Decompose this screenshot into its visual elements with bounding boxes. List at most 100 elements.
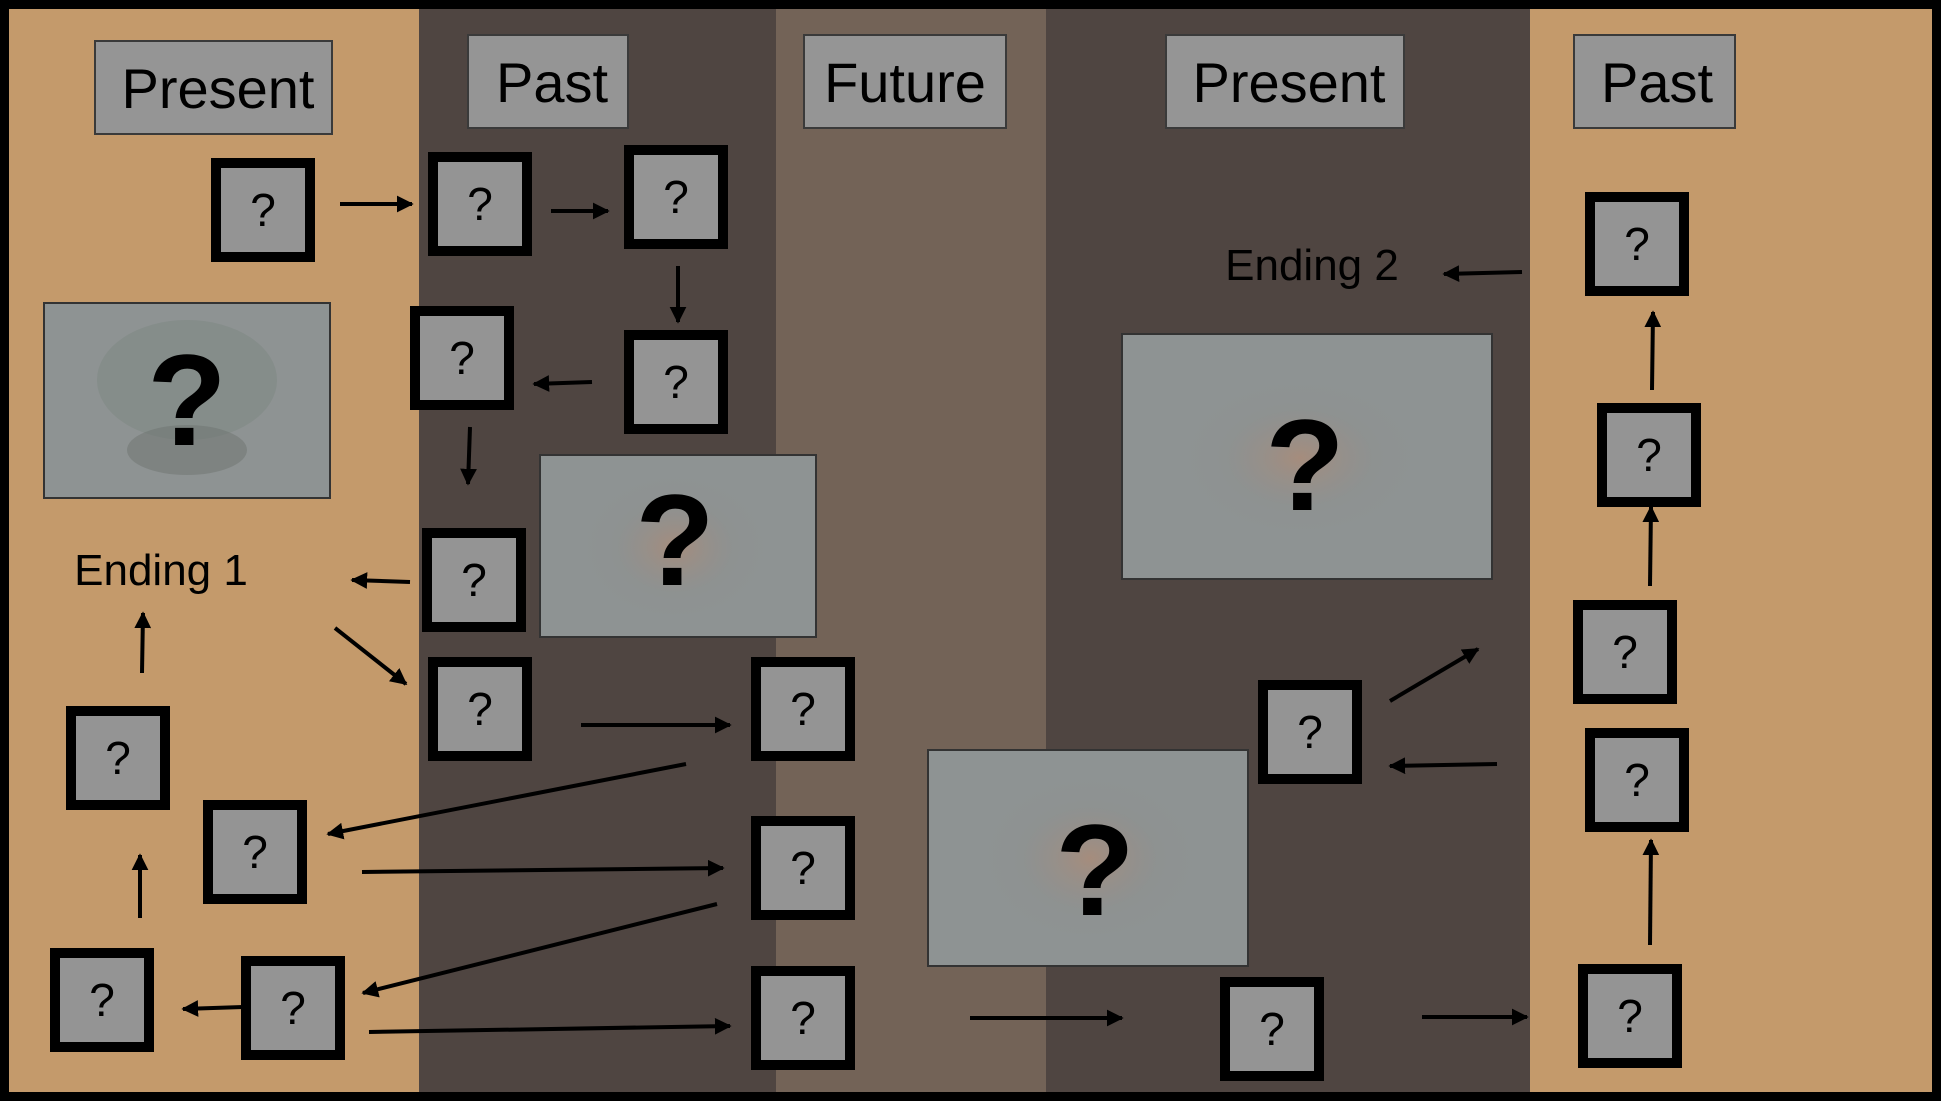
question-node: ? xyxy=(50,948,154,1052)
question-node-label: ? xyxy=(663,171,689,223)
question-node-box xyxy=(66,706,170,810)
arrow xyxy=(350,572,411,589)
header-present-1-label: Present xyxy=(122,57,315,120)
question-node-label: ? xyxy=(89,974,115,1026)
question-node-label: ? xyxy=(790,842,816,894)
question-node: ? xyxy=(1578,964,1682,1068)
ending-2-label: Ending 2 xyxy=(1225,241,1399,290)
question-node-label: ? xyxy=(1259,1003,1285,1055)
question-node-label: ? xyxy=(1636,429,1662,481)
question-node: ? xyxy=(422,528,526,632)
header-present-1: Present xyxy=(94,40,333,135)
question-node-label: ? xyxy=(790,992,816,1044)
question-node-label: ? xyxy=(467,683,493,735)
question-node-box xyxy=(751,966,855,1070)
question-node-box xyxy=(211,158,315,262)
question-node-box xyxy=(624,145,728,249)
question-node-box xyxy=(751,816,855,920)
question-node-box xyxy=(1597,403,1701,507)
question-node: ? xyxy=(428,152,532,256)
arrow xyxy=(361,902,718,998)
question-node-label: ? xyxy=(663,356,689,408)
question-node-box xyxy=(428,657,532,761)
question-node: ? xyxy=(624,145,728,249)
question-node: ? xyxy=(624,330,728,434)
question-node: ? xyxy=(1597,403,1701,507)
arrow xyxy=(1388,757,1498,775)
question-node: ? xyxy=(1573,600,1677,704)
question-node: ? xyxy=(410,306,514,410)
question-nodes: ????????????????????? xyxy=(50,145,1701,1081)
arrow xyxy=(181,1000,244,1017)
question-node-box xyxy=(428,152,532,256)
question-node-label: ? xyxy=(242,826,268,878)
question-node-box xyxy=(1585,192,1689,296)
header-present-2: Present xyxy=(1165,34,1405,129)
header-past-1: Past xyxy=(467,34,629,129)
question-node-box xyxy=(624,330,728,434)
header-future-label: Future xyxy=(824,51,986,114)
question-node-label: ? xyxy=(105,732,131,784)
question-node: ? xyxy=(751,657,855,761)
arrow xyxy=(1442,265,1523,283)
arrow xyxy=(532,375,593,392)
arrow xyxy=(368,1017,732,1035)
question-node: ? xyxy=(203,800,307,904)
question-node-box xyxy=(1585,728,1689,832)
question-node-label: ? xyxy=(467,178,493,230)
header-past-2: Past xyxy=(1573,34,1736,129)
header-present-2-label: Present xyxy=(1193,51,1386,114)
arrow xyxy=(1644,310,1662,391)
question-node-box xyxy=(1578,964,1682,1068)
arrow xyxy=(1388,647,1480,703)
question-node-box xyxy=(1258,680,1362,784)
question-node-box xyxy=(422,528,526,632)
question-node: ? xyxy=(428,657,532,761)
arrow xyxy=(361,859,725,877)
question-node-label: ? xyxy=(449,332,475,384)
question-node-label: ? xyxy=(1624,754,1650,806)
image-placeholder-3-mark: ? xyxy=(1265,392,1344,538)
arrow xyxy=(460,426,477,486)
question-node-label: ? xyxy=(280,982,306,1034)
question-node: ? xyxy=(751,966,855,1070)
question-node-box xyxy=(203,800,307,904)
header-future: Future xyxy=(803,34,1007,129)
question-node-label: ? xyxy=(1297,706,1323,758)
question-node-box xyxy=(1220,977,1324,1081)
image-placeholder-1: ? xyxy=(43,302,331,499)
image-placeholder-2: ? xyxy=(539,454,817,638)
question-node-label: ? xyxy=(1612,626,1638,678)
question-node-label: ? xyxy=(250,184,276,236)
arrow xyxy=(1642,838,1660,946)
question-node: ? xyxy=(241,956,345,1060)
question-node: ? xyxy=(211,158,315,262)
question-node-label: ? xyxy=(461,554,487,606)
header-past-2-label: Past xyxy=(1601,51,1713,114)
image-placeholder-1-mark: ? xyxy=(147,327,226,473)
question-node-label: ? xyxy=(1617,990,1643,1042)
ending-1-label: Ending 1 xyxy=(74,546,248,595)
question-node-box xyxy=(751,657,855,761)
arrow xyxy=(134,611,152,674)
column-bg-past-2 xyxy=(1530,9,1932,1092)
question-node-label: ? xyxy=(1624,218,1650,270)
image-placeholder-2-mark: ? xyxy=(635,467,714,613)
question-node: ? xyxy=(1585,728,1689,832)
arrows xyxy=(131,195,1662,1035)
arrow xyxy=(333,626,408,686)
image-placeholder-4: ? xyxy=(927,749,1249,967)
header-past-1-label: Past xyxy=(496,51,608,114)
question-node: ? xyxy=(1258,680,1362,784)
image-placeholder-3: ? xyxy=(1121,333,1493,580)
arrow xyxy=(326,762,687,840)
arrow xyxy=(1642,505,1660,587)
question-node-box xyxy=(1573,600,1677,704)
image-placeholder-4-mark: ? xyxy=(1055,797,1134,943)
question-node-box xyxy=(410,306,514,410)
question-node: ? xyxy=(1220,977,1324,1081)
question-node: ? xyxy=(751,816,855,920)
question-node: ? xyxy=(1585,192,1689,296)
